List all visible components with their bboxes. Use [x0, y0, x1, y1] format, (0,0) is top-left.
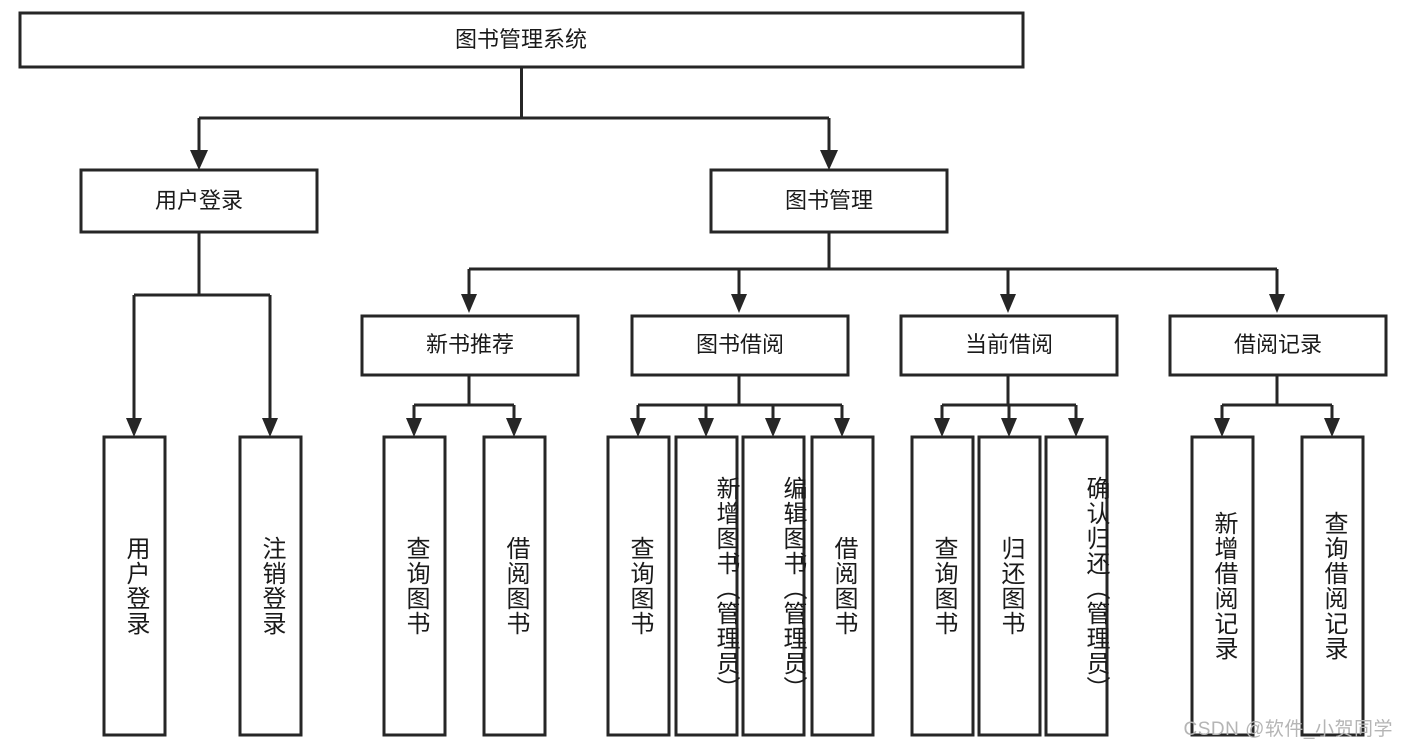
leaf-box-borrow-book-2[interactable] — [810, 435, 875, 737]
node-root[interactable]: 图书管理系统 — [18, 11, 1025, 69]
arrow-head-current — [1000, 294, 1016, 313]
node-book-manage-label: 图书管理 — [785, 188, 873, 213]
node-book-manage[interactable]: 图书管理 — [709, 168, 949, 234]
arrow-head-leaf-9 — [1001, 418, 1017, 437]
node-root-box[interactable] — [18, 11, 1025, 69]
arrow-head-borrow — [731, 294, 747, 313]
arrow-head-new-book — [461, 294, 477, 313]
node-current-borrow[interactable]: 当前借阅 — [899, 314, 1119, 377]
arrow-head-leaf-3 — [506, 418, 522, 437]
arrow-head-leaf-4 — [630, 418, 646, 437]
leaf-box-query-book-2[interactable] — [606, 435, 671, 737]
arrow-head-leaf-7 — [834, 418, 850, 437]
csdn-watermark: CSDN @软件_小贺同学 — [1183, 719, 1393, 740]
arrow-head-leaf-12 — [1324, 418, 1340, 437]
node-borrow-record-box[interactable] — [1168, 314, 1388, 377]
node-book-borrow-label: 图书借阅 — [696, 332, 784, 357]
node-new-book-recommend-box[interactable] — [360, 314, 580, 377]
node-new-book-recommend[interactable]: 新书推荐 — [360, 314, 580, 377]
leaf-box-query-book-3[interactable] — [910, 435, 975, 737]
node-new-book-recommend-label: 新书推荐 — [426, 332, 514, 357]
node-borrow-record-label: 借阅记录 — [1234, 332, 1322, 357]
node-book-manage-box[interactable] — [709, 168, 949, 234]
node-user-login-label: 用户登录 — [155, 188, 243, 213]
leaf-box-confirm-return-admin[interactable] — [1044, 435, 1109, 737]
node-user-login[interactable]: 用户登录 — [79, 168, 319, 234]
arrow-head-leaf-11 — [1214, 418, 1230, 437]
leaf-box-return-book[interactable] — [977, 435, 1042, 737]
leaf-box-logout[interactable] — [238, 435, 303, 737]
leaf-box-borrow-book-1[interactable] — [482, 435, 547, 737]
arrow-head-record — [1269, 294, 1285, 313]
node-current-borrow-label: 当前借阅 — [965, 332, 1053, 357]
leaf-box-query-book-1[interactable] — [382, 435, 447, 737]
leaf-box-add-borrow-record[interactable] — [1190, 435, 1255, 737]
arrow-head-leaf-0 — [126, 418, 142, 437]
leaf-box-edit-book-admin[interactable] — [741, 435, 806, 737]
arrow-head-leaf-1 — [262, 418, 278, 437]
connector-layer — [126, 67, 1340, 437]
node-borrow-record[interactable]: 借阅记录 — [1168, 314, 1388, 377]
node-book-borrow[interactable]: 图书借阅 — [630, 314, 850, 377]
leaf-box-layer — [102, 435, 1365, 737]
arrow-head-leaf-2 — [406, 418, 422, 437]
arrow-head-book-manage — [820, 150, 838, 170]
arrow-head-leaf-10 — [1068, 418, 1084, 437]
node-root-label: 图书管理系统 — [455, 27, 587, 52]
arrow-head-leaf-8 — [934, 418, 950, 437]
leaf-box-add-book-admin[interactable] — [674, 435, 739, 737]
node-current-borrow-box[interactable] — [899, 314, 1119, 377]
node-book-borrow-box[interactable] — [630, 314, 850, 377]
arrow-head-leaf-5 — [698, 418, 714, 437]
arrow-head-leaf-6 — [765, 418, 781, 437]
arrow-head-user-login — [190, 150, 208, 170]
node-user-login-box[interactable] — [79, 168, 319, 234]
leaf-box-user-login[interactable] — [102, 435, 167, 737]
leaf-box-query-borrow-record[interactable] — [1300, 435, 1365, 737]
